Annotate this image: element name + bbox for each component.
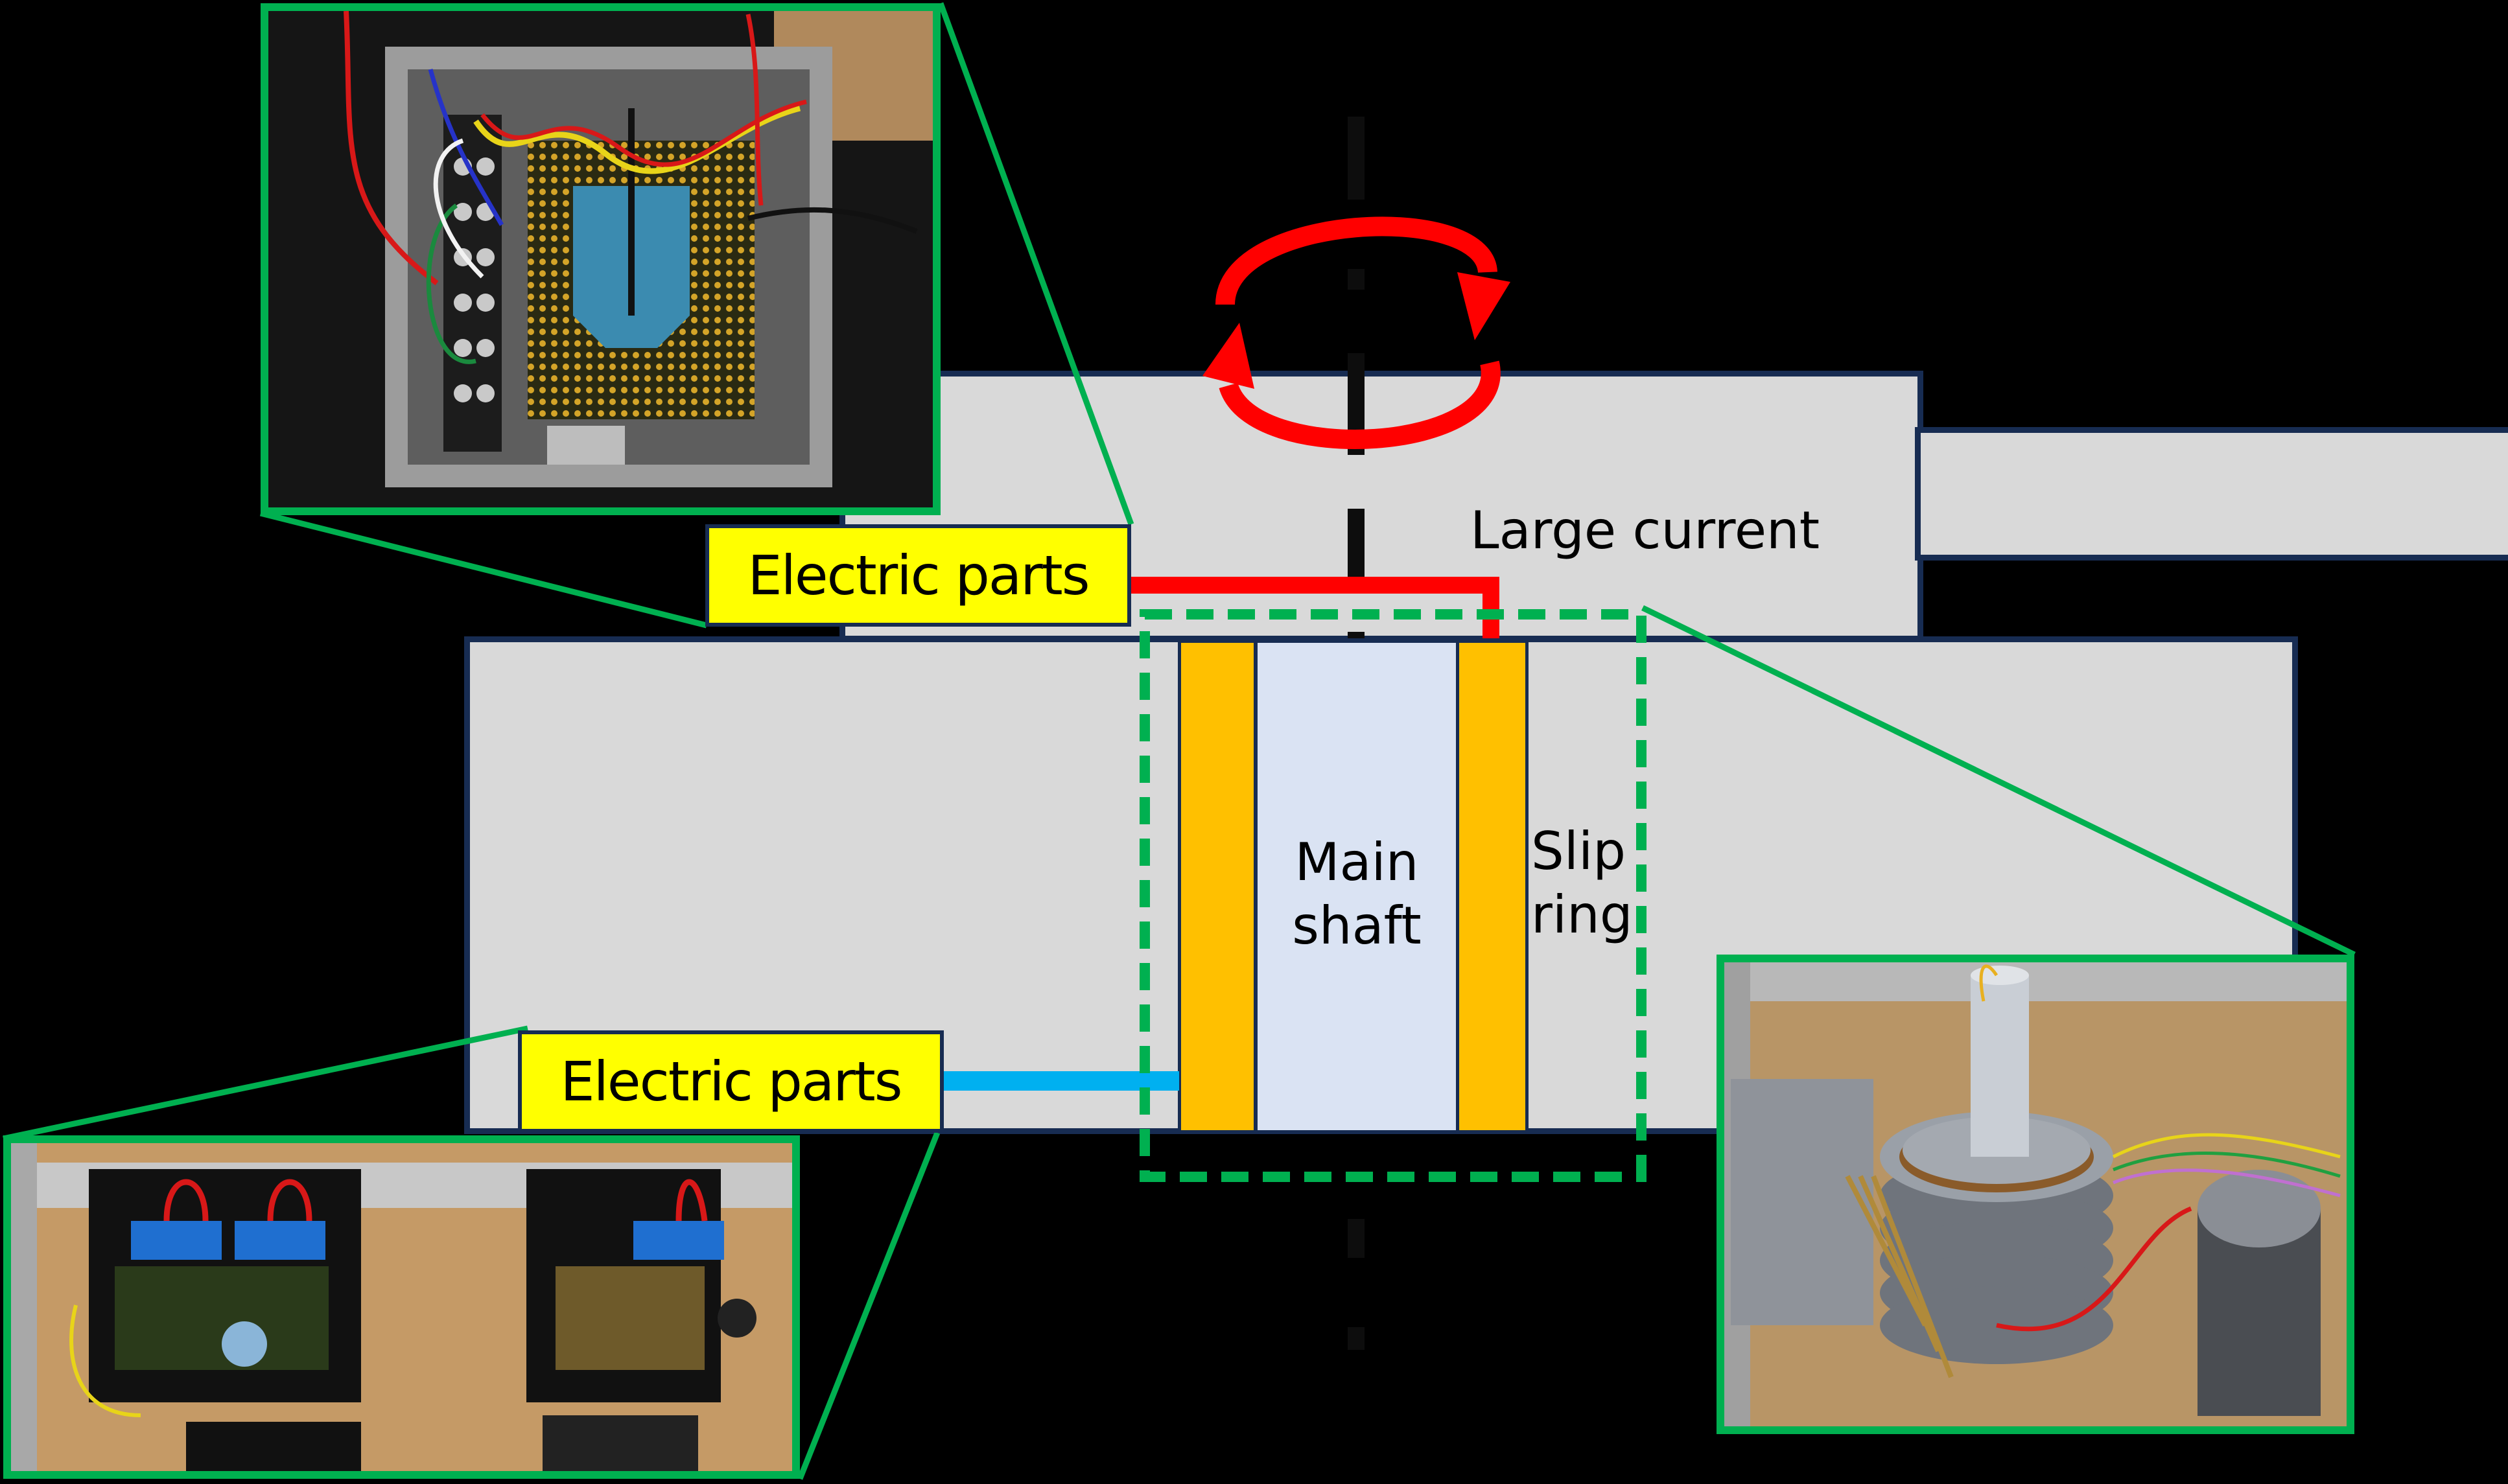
slip-ring-label-line1: Slip	[1531, 821, 1626, 881]
callout-line-right	[1641, 605, 2356, 958]
photo-control-box	[261, 3, 941, 515]
slip-ring-label: Slip ring	[1531, 820, 1633, 947]
callout-line-bottom-left-lower	[797, 1131, 941, 1480]
large-current-label: Large current	[1470, 500, 1820, 561]
motor-driver-image	[11, 1143, 792, 1471]
rotation-axis	[1348, 117, 1365, 1350]
control-box-image	[268, 11, 933, 507]
slip-ring-right	[1456, 640, 1529, 1133]
right-arm	[1915, 427, 2508, 561]
callout-line-top-lower	[259, 510, 708, 629]
photo-motor-drivers	[3, 1135, 800, 1479]
brush-holder	[1731, 1079, 1873, 1325]
hollow-shaft	[1971, 975, 2029, 1157]
electric-parts-label-bottom: Electric parts	[518, 1030, 944, 1133]
large-current-wire	[1131, 577, 1499, 638]
slip-ring-label-line2: ring	[1531, 885, 1633, 945]
callout-lines	[3, 2, 2356, 1480]
callout-line-bottom-left-upper	[3, 1025, 528, 1142]
slip-ring-left	[1178, 640, 1257, 1133]
main-shaft: Main shaft	[1254, 640, 1459, 1133]
main-shaft-label-line1: Main	[1295, 832, 1419, 892]
callout-line-top-upper	[937, 2, 1134, 526]
rotation-arrow-icon	[1202, 216, 1510, 449]
main-shaft-label-line2: shaft	[1292, 896, 1422, 956]
photo-slip-ring-assembly	[1717, 955, 2354, 1434]
slip-ring-image	[1724, 962, 2347, 1426]
slip-ring-highlight-box	[1140, 609, 1647, 1182]
electric-parts-label-top: Electric parts	[705, 524, 1131, 627]
